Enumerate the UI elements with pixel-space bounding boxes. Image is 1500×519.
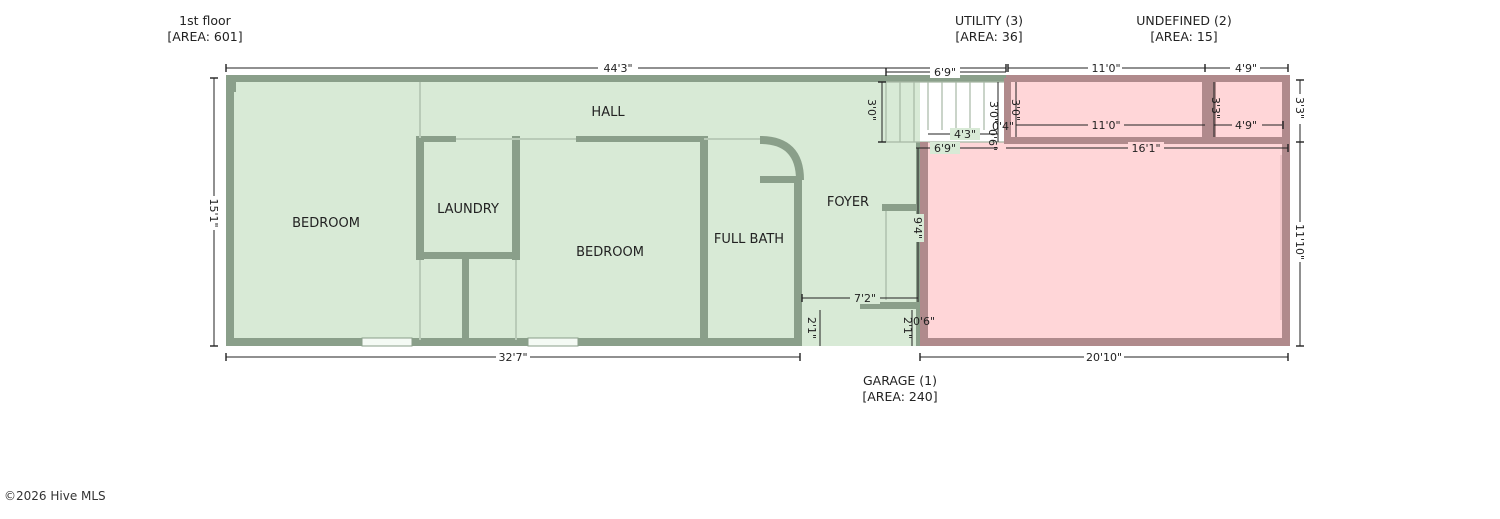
dim-step-small: 0'6" (913, 315, 935, 328)
utility-name: UTILITY (3) (955, 13, 1023, 28)
room-foyer: FOYER (827, 195, 869, 210)
wall-bath-curve (759, 136, 804, 181)
wall-bath-left (700, 136, 708, 342)
dim-right-garage: 11'10" (1293, 224, 1306, 260)
window-bedroom-left (361, 337, 413, 347)
wall-bottom-left (226, 338, 802, 346)
window-bedroom-center (527, 337, 579, 347)
dim-stair-tiny: 0'6" (986, 129, 999, 151)
utility-fill (1008, 78, 1208, 142)
windows (361, 337, 579, 347)
dim-stair-small: 0'4" (992, 120, 1014, 133)
dim-bottom-garage: 20'10" (1086, 351, 1122, 364)
dim-bottom-living: 32'7" (498, 351, 527, 364)
wall-foyer-right (916, 142, 922, 346)
dim-stair-lower-width: 6'9" (934, 142, 956, 155)
thin-partitions (419, 82, 887, 340)
plan-headers: 1st floor [AREA: 601] UTILITY (3) [AREA:… (167, 13, 1231, 404)
copyright-text: ©2026 Hive MLS (4, 489, 106, 503)
wall-laundry-top-left (416, 136, 456, 142)
dim-step-right: 2'1" (901, 317, 914, 339)
dim-utility-inner-width: 11'0" (1091, 119, 1120, 132)
wall-closet-divider (462, 252, 469, 342)
undefined-fill (1208, 78, 1288, 142)
wall-bottom-foyer-step (794, 300, 802, 346)
utility-wall-bottom (1004, 137, 1288, 144)
dim-right-upper: 3'3" (1293, 97, 1306, 119)
wall-laundry-left (416, 138, 424, 260)
dim-utility-height: 3'0" (1009, 99, 1022, 121)
room-full-bath: FULL BATH (714, 232, 784, 247)
dim-garage-inner-width: 16'1" (1131, 142, 1160, 155)
undefined-name: UNDEFINED (2) (1136, 13, 1231, 28)
wall-left (226, 75, 234, 346)
garage-name: GARAGE (1) (863, 373, 937, 388)
floor-name: 1st floor (179, 13, 232, 28)
garage-area (922, 78, 1288, 346)
wall-laundry-right (512, 136, 520, 260)
living-walls (226, 75, 1008, 346)
wall-bedroom-left-corner (226, 82, 236, 92)
garage-wall-bottom (920, 338, 1290, 346)
utility-wall-right (1202, 78, 1216, 144)
garage-area: [AREA: 240] (862, 389, 937, 404)
undefined-area: [AREA: 15] (1150, 29, 1217, 44)
dim-foyer-width: 7'2" (854, 292, 876, 305)
dim-undefined-height: 3'3" (1209, 97, 1222, 119)
garage-wall-right (1282, 75, 1290, 346)
dim-stair-inner-width: 4'3" (954, 128, 976, 141)
garage-fill (922, 142, 1288, 346)
dim-foyer-height: 9'4" (911, 217, 924, 239)
wall-foyer-stub (882, 204, 922, 211)
garage-wall-top (1006, 75, 1290, 82)
dim-stair-height-right: 3'0" (987, 101, 1000, 123)
wall-top (226, 75, 1008, 82)
dim-top-overall: 44'3" (603, 62, 632, 75)
dim-top-undefined: 4'9" (1235, 62, 1257, 75)
room-labels: HALL BEDROOM LAUNDRY BEDROOM FULL BATH F… (292, 105, 869, 260)
living-area (226, 78, 920, 346)
wall-bedroom-top (576, 136, 704, 142)
wall-bath-stub (760, 176, 800, 183)
room-bedroom-left: BEDROOM (292, 216, 360, 231)
dim-stair-height: 3'0" (865, 99, 878, 121)
room-hall: HALL (591, 105, 625, 120)
dim-step-left: 2'1" (805, 317, 818, 339)
living-fill-foyer-bottom (800, 78, 920, 308)
dimension-labels: 44'3" 6'9" 11'0" 4'9" 15'1" 32'7" 20'10"… (207, 62, 1307, 364)
dim-left-height: 15'1" (207, 198, 220, 227)
wall-foyer-bottom (860, 302, 928, 309)
utility-wall-left (1004, 78, 1011, 144)
room-bedroom-center: BEDROOM (576, 245, 644, 260)
utility-area: [AREA: 36] (955, 29, 1022, 44)
room-laundry: LAUNDRY (437, 202, 499, 217)
dim-undefined-inner-width: 4'9" (1235, 119, 1257, 132)
floor-area: [AREA: 601] (167, 29, 242, 44)
garage-walls (920, 75, 1290, 346)
dim-top-utility: 11'0" (1091, 62, 1120, 75)
dim-top-stair: 6'9" (934, 66, 956, 79)
wall-bath-right (794, 176, 802, 302)
garage-wall-left (920, 142, 928, 346)
